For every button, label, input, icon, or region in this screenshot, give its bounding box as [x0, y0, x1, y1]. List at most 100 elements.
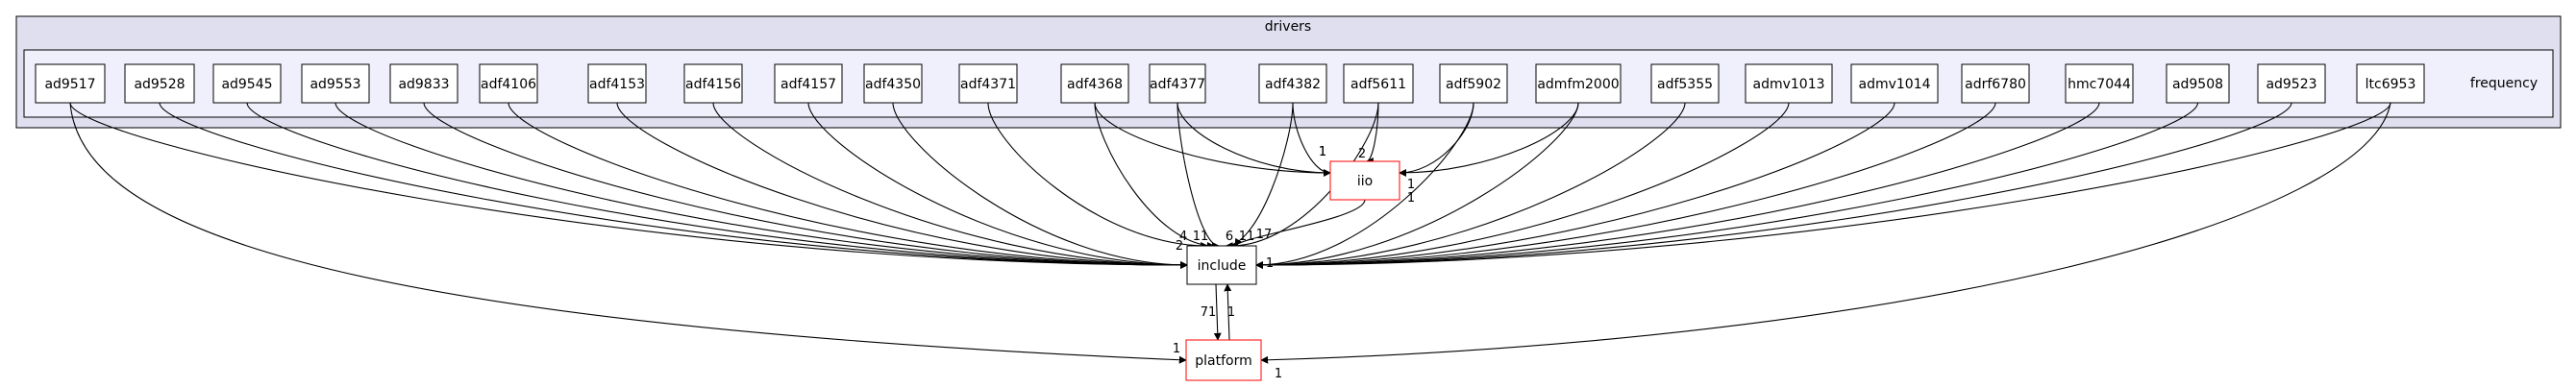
edge-ad9508-to-include	[1255, 102, 2199, 269]
node-box	[1258, 63, 1327, 104]
edge-ad9833-to-include	[423, 102, 1188, 269]
node-platform[interactable]: platform	[1185, 339, 1262, 381]
node-ltc6953[interactable]: ltc6953	[2356, 63, 2425, 104]
node-ad9508[interactable]: ad9508	[2166, 63, 2230, 104]
node-adrf6780[interactable]: adrf6780	[1961, 63, 2030, 104]
edge-include-to-platform	[1213, 283, 1222, 341]
node-label: admfm2000	[1537, 77, 1619, 92]
node-box	[1185, 339, 1262, 381]
edge-admfm2000-to-include	[1255, 102, 1579, 269]
node-ad9833[interactable]: ad9833	[389, 63, 458, 104]
edge-adf5902-to-include	[1255, 102, 1474, 269]
node-box	[1186, 245, 1257, 285]
node-label: adf5355	[1657, 77, 1713, 92]
edge-adf5611-to-iio	[1365, 102, 1379, 165]
edge-adrf6780-to-include	[1255, 102, 1996, 269]
edge-adf4377-to-iio	[1177, 102, 1331, 177]
node-box	[2065, 63, 2134, 104]
edge-label-ad9517-to-include: 2	[1176, 239, 1183, 254]
node-label: ad9553	[310, 77, 360, 92]
edge-label-include-to-platform: 71	[1201, 305, 1217, 320]
edge-label-adf5902-to-iio: 1	[1407, 191, 1415, 206]
edge-adf5355-to-include	[1255, 102, 1686, 269]
edge-label-adf4377-to-include: 6	[1226, 230, 1233, 244]
node-adf5902[interactable]: adf5902	[1439, 63, 1508, 104]
node-box	[587, 63, 647, 104]
node-box	[301, 63, 370, 104]
node-label: adf4106	[481, 77, 536, 92]
node-label: hmc7044	[2068, 77, 2131, 92]
node-label: ad9833	[398, 77, 449, 92]
node-adf4106[interactable]: adf4106	[479, 63, 538, 104]
edge-label-adf4382-to-iio: 1	[1319, 145, 1326, 159]
node-label: adf4157	[780, 77, 836, 92]
node-adf5355[interactable]: adf5355	[1650, 63, 1720, 104]
frequency-cluster-label: frequency	[2470, 76, 2538, 91]
edge-adf4382-to-iio	[1292, 102, 1331, 177]
edge-label-ltc6953-to-include: 1	[1266, 256, 1274, 271]
node-box	[124, 63, 195, 104]
node-adf4382[interactable]: adf4382	[1258, 63, 1327, 104]
node-label: ltc6953	[2365, 77, 2416, 92]
node-include[interactable]: include	[1186, 245, 1257, 285]
edge-hmc7044-to-include	[1255, 102, 2100, 269]
edge-adf4368-to-iio	[1094, 102, 1331, 177]
node-adf5611[interactable]: adf5611	[1343, 63, 1414, 104]
drivers-cluster-label: drivers	[1265, 19, 1311, 35]
node-adf4157[interactable]: adf4157	[774, 63, 843, 104]
node-iio[interactable]: iio	[1329, 160, 1400, 201]
edge-adf4153-to-include	[616, 102, 1188, 269]
node-label: admv1013	[1752, 77, 1824, 92]
node-label: include	[1198, 258, 1247, 274]
node-adf4156[interactable]: adf4156	[683, 63, 743, 104]
edge-ad9517-to-include	[69, 102, 1188, 269]
node-label: ad9523	[2266, 77, 2316, 92]
node-label: ad9528	[134, 77, 185, 92]
node-box	[1439, 63, 1508, 104]
node-hmc7044[interactable]: hmc7044	[2065, 63, 2134, 104]
edge-adf4368-to-include	[1094, 102, 1215, 250]
edge-ltc6953-to-platform	[1260, 102, 2391, 364]
node-adf4153[interactable]: adf4153	[587, 63, 647, 104]
node-ad9517[interactable]: ad9517	[35, 63, 106, 104]
node-ad9553[interactable]: ad9553	[301, 63, 370, 104]
edge-label-admfm2000-to-iio: 1	[1407, 178, 1415, 192]
node-ad9528[interactable]: ad9528	[124, 63, 195, 104]
node-box	[1343, 63, 1414, 104]
node-adf4368[interactable]: adf4368	[1060, 63, 1129, 104]
node-adf4350[interactable]: adf4350	[863, 63, 923, 104]
node-box	[1329, 160, 1400, 201]
node-box	[479, 63, 538, 104]
edge-ltc6953-to-include	[1255, 102, 2391, 269]
edge-ad9528-to-include	[159, 102, 1188, 269]
edge-admv1013-to-include	[1255, 102, 1790, 269]
node-box	[1149, 63, 1206, 104]
node-label: ad9545	[221, 77, 272, 92]
node-box	[212, 63, 282, 104]
edge-label-adf4382-to-include: 11	[1239, 230, 1255, 244]
node-box	[2356, 63, 2425, 104]
edge-admv1014-to-include	[1255, 102, 1895, 269]
node-adf4377[interactable]: adf4377	[1149, 63, 1206, 104]
node-box	[1535, 63, 1622, 104]
node-admv1013[interactable]: admv1013	[1745, 63, 1833, 104]
node-label: adf4350	[865, 77, 921, 92]
edge-platform-to-include	[1224, 283, 1232, 341]
node-box	[1850, 63, 1939, 104]
node-label: adf5611	[1350, 77, 1406, 92]
node-label: ad9517	[44, 77, 95, 92]
edge-ad9545-to-include	[246, 102, 1188, 269]
node-ad9523[interactable]: ad9523	[2257, 63, 2326, 104]
node-ad9545[interactable]: ad9545	[212, 63, 282, 104]
edge-ad9553-to-include	[334, 102, 1188, 269]
node-box	[683, 63, 743, 104]
edge-admfm2000-to-iio	[1399, 102, 1579, 177]
node-box	[1650, 63, 1720, 104]
node-admv1014[interactable]: admv1014	[1850, 63, 1939, 104]
node-adf4371[interactable]: adf4371	[958, 63, 1018, 104]
node-admfm2000[interactable]: admfm2000	[1535, 63, 1622, 104]
edge-label-ltc6953-to-platform: 1	[1275, 367, 1282, 381]
nodes: ad9517 ad9528 ad9545 ad9553 ad9833 adf4106 adf…	[35, 63, 2425, 381]
